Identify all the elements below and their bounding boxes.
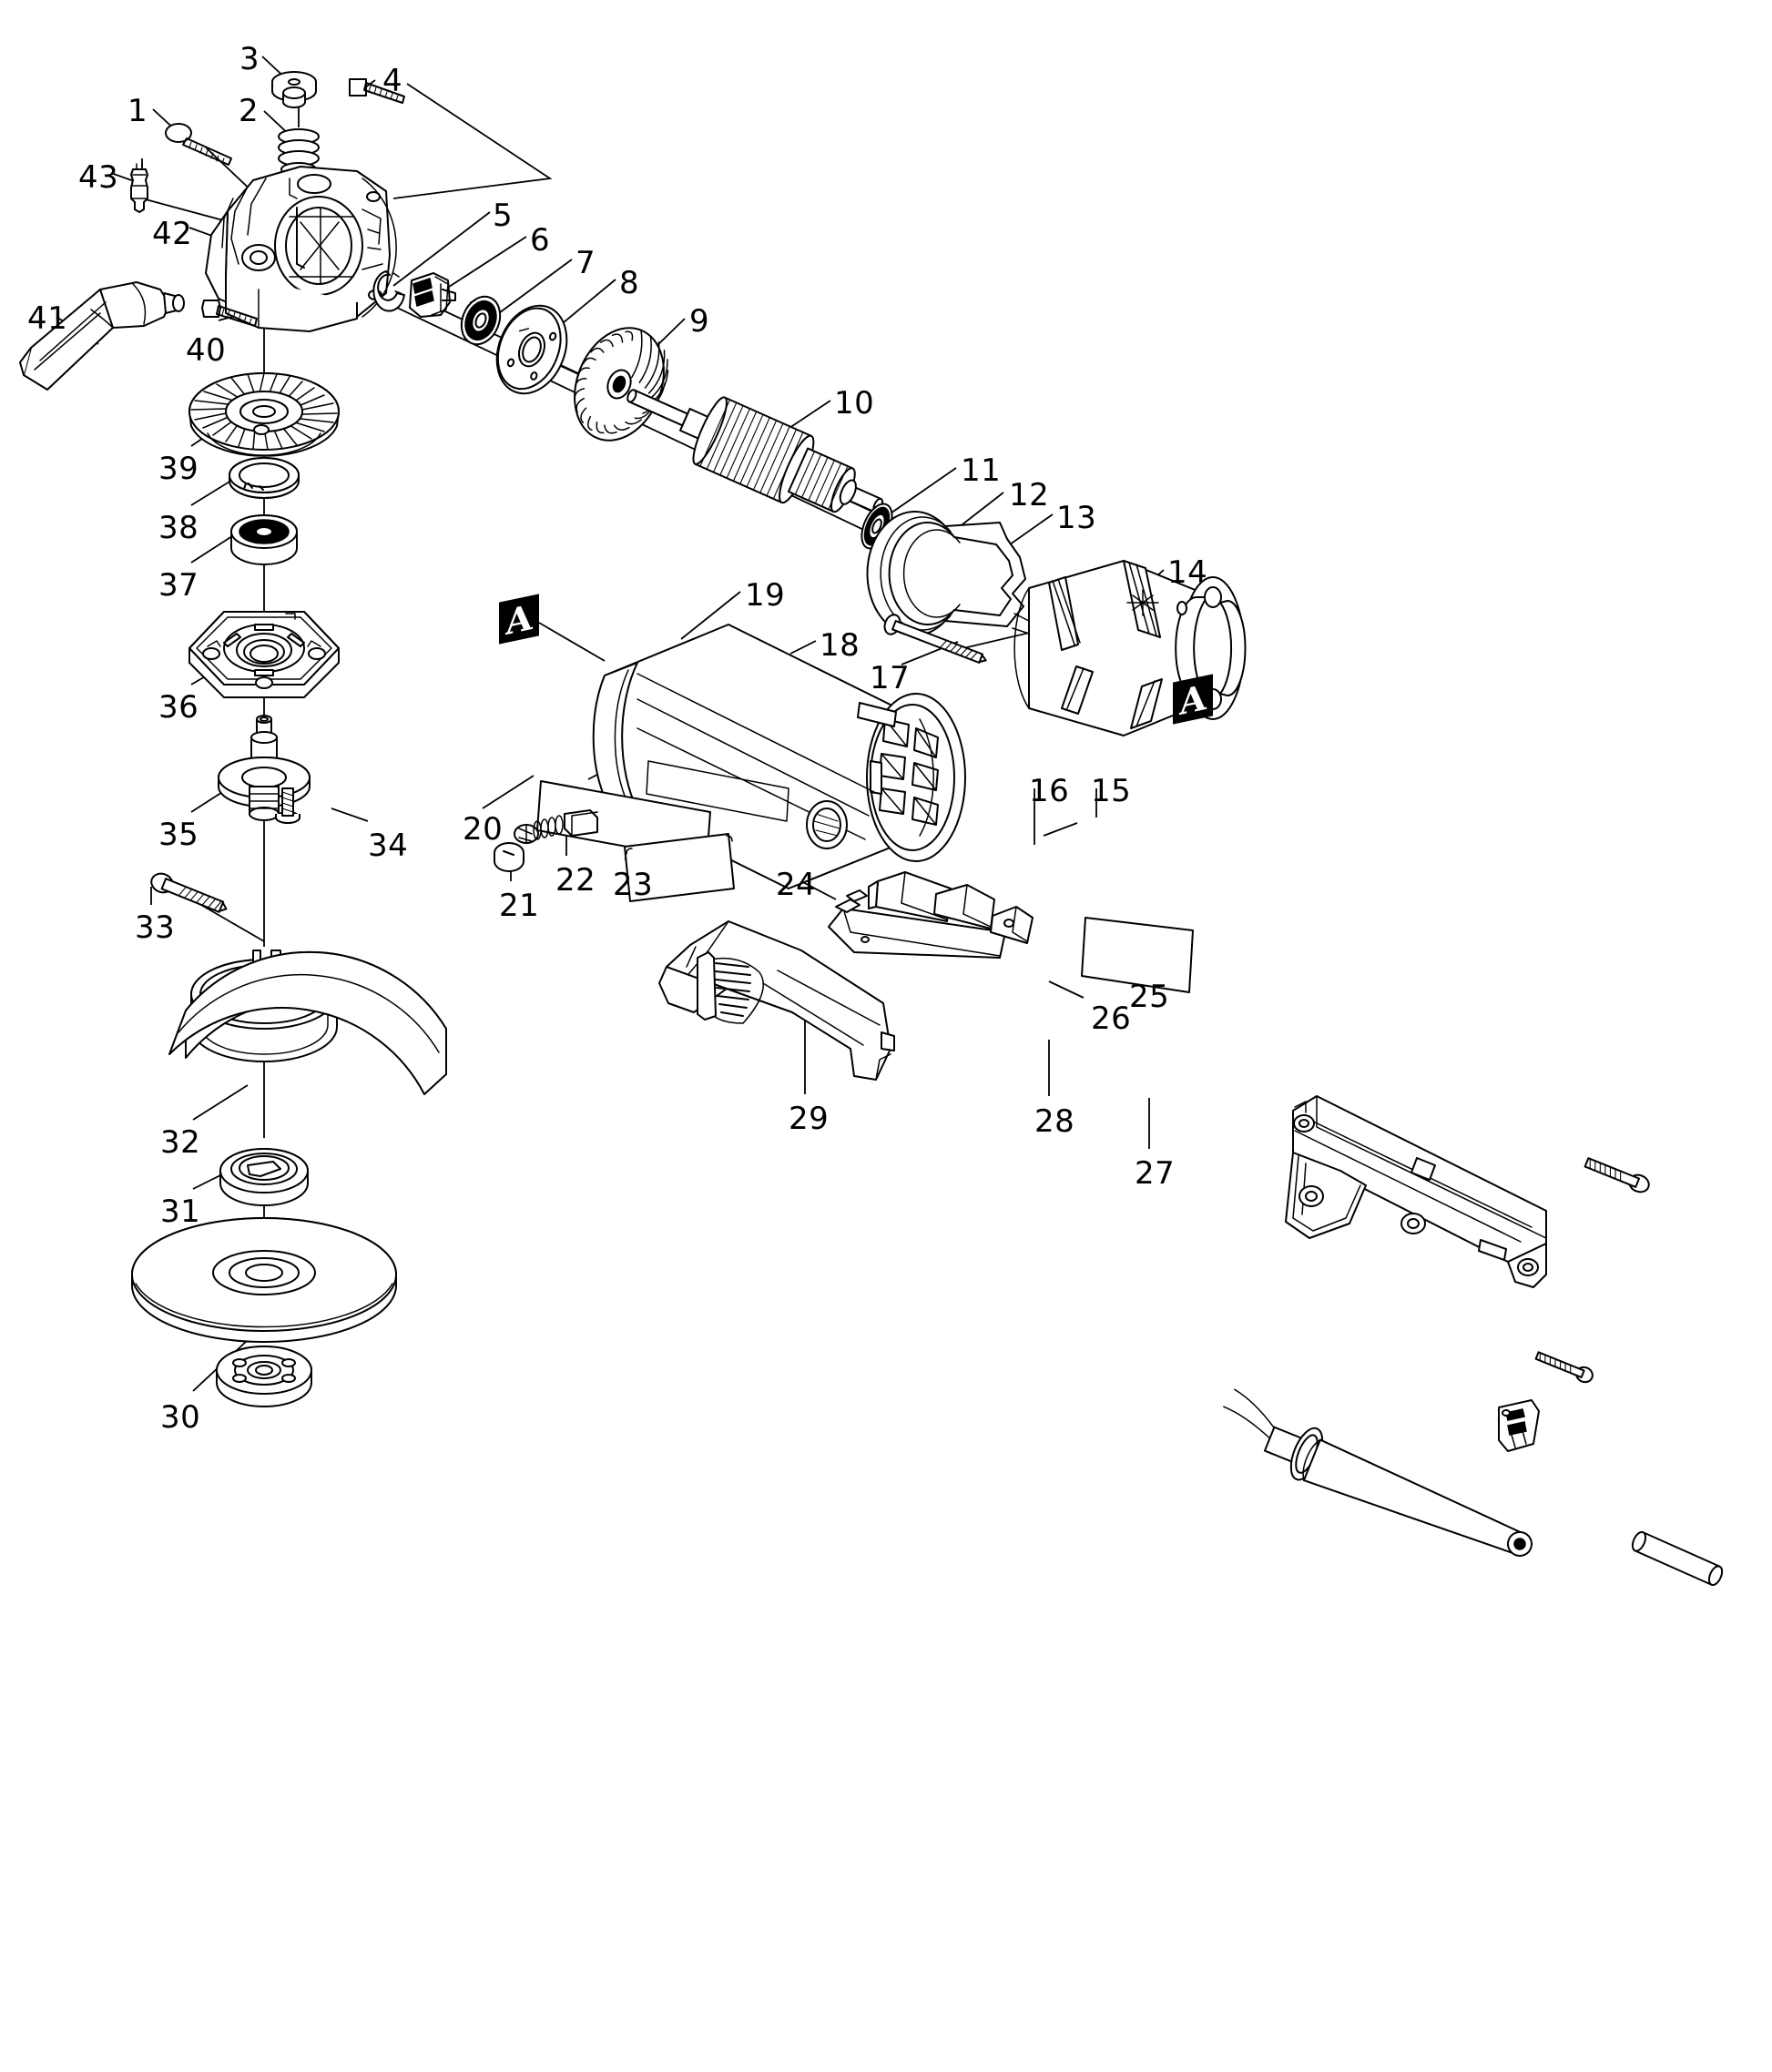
callout-41: 41	[27, 300, 68, 337]
callout-25: 25	[1129, 979, 1170, 1015]
callout-21: 21	[499, 888, 540, 924]
callout-14: 14	[1167, 554, 1208, 591]
callout-42: 42	[152, 216, 193, 252]
callout-3: 3	[239, 41, 260, 77]
callout-28: 28	[1034, 1103, 1075, 1140]
grinding-wheel	[131, 1217, 397, 1343]
part-42-gear-housing	[205, 166, 397, 332]
callout-6: 6	[530, 222, 551, 259]
callout-27: 27	[1135, 1155, 1176, 1192]
part-7-ball-bearing	[460, 295, 502, 346]
callout-24: 24	[776, 867, 817, 903]
part-32-wheel-guard	[168, 950, 447, 1095]
part-17-machine-screw	[883, 614, 987, 664]
part-28-power-cord	[1223, 1388, 1533, 1557]
part-33-clamp-screw	[150, 872, 228, 913]
callout-38: 38	[158, 510, 199, 546]
part-15-screw	[1584, 1157, 1650, 1193]
callout-32: 32	[160, 1124, 201, 1161]
callout-5: 5	[493, 198, 514, 234]
section-marker-a-left: A	[499, 594, 539, 645]
part-38-retaining-ring	[229, 457, 300, 499]
part-40-bolt	[201, 300, 258, 327]
part-37-ball-bearing	[230, 514, 298, 565]
callout-7: 7	[575, 245, 596, 281]
callout-30: 30	[160, 1399, 201, 1436]
part-43-lock-pin	[130, 163, 148, 213]
callout-34: 34	[368, 828, 409, 864]
callout-31: 31	[160, 1193, 201, 1230]
part-8-retainer-plate	[495, 304, 568, 395]
part-16-rear-cover	[1285, 1095, 1547, 1288]
callout-19: 19	[745, 577, 786, 614]
part-26-cord-clamp	[1498, 1399, 1540, 1452]
callout-1: 1	[127, 93, 148, 129]
part-18-name-plate	[1081, 917, 1194, 993]
callout-2: 2	[239, 93, 260, 129]
part-23-warning-label	[624, 833, 735, 902]
part-41-side-grip	[19, 281, 185, 391]
part-30-inner-flange	[216, 1346, 312, 1407]
callout-29: 29	[789, 1101, 830, 1137]
part-4-screw	[349, 78, 405, 104]
callout-43: 43	[78, 159, 119, 196]
callout-17: 17	[870, 660, 911, 696]
part-1-screw	[165, 123, 232, 166]
part-25-clamp-screw	[1534, 1351, 1594, 1384]
part-10-armature	[626, 389, 884, 513]
part-13-insulation-ring	[866, 511, 1026, 636]
callout-8: 8	[619, 265, 640, 301]
callout-15: 15	[1091, 773, 1132, 809]
callout-4: 4	[382, 63, 403, 99]
part-24-switch	[828, 871, 1034, 959]
part-36-housing-cover	[188, 611, 340, 698]
callout-35: 35	[158, 817, 199, 853]
callout-18: 18	[820, 627, 861, 664]
callout-10: 10	[834, 385, 875, 422]
part-22-carbon-brush	[514, 809, 598, 844]
part-21-brush-cap	[494, 842, 524, 872]
callout-23: 23	[613, 867, 654, 903]
callout-33: 33	[135, 909, 176, 946]
part-6-gear-holder	[409, 272, 456, 318]
callout-36: 36	[158, 689, 199, 726]
callout-22: 22	[555, 862, 596, 899]
callout-40: 40	[186, 332, 227, 369]
part-31-lock-nut	[219, 1148, 309, 1206]
callout-11: 11	[961, 452, 1002, 489]
part-27-sleeve-pin	[1631, 1530, 1724, 1587]
part-3-lock-button	[271, 71, 317, 108]
callout-13: 13	[1056, 500, 1097, 536]
callout-26: 26	[1091, 1000, 1132, 1037]
part-5-retaining-ring	[372, 270, 405, 312]
part-35-spindle	[218, 715, 311, 821]
callout-12: 12	[1009, 477, 1050, 513]
section-marker-a-right: A	[1173, 674, 1213, 725]
callout-20: 20	[463, 811, 504, 848]
part-34-screw	[275, 787, 300, 824]
part-29-handle-cover	[658, 920, 895, 1081]
callout-16: 16	[1029, 773, 1070, 809]
part-39-bevel-gear	[188, 372, 340, 457]
callout-37: 37	[158, 567, 199, 604]
callout-9: 9	[689, 303, 710, 340]
callout-39: 39	[158, 451, 199, 487]
